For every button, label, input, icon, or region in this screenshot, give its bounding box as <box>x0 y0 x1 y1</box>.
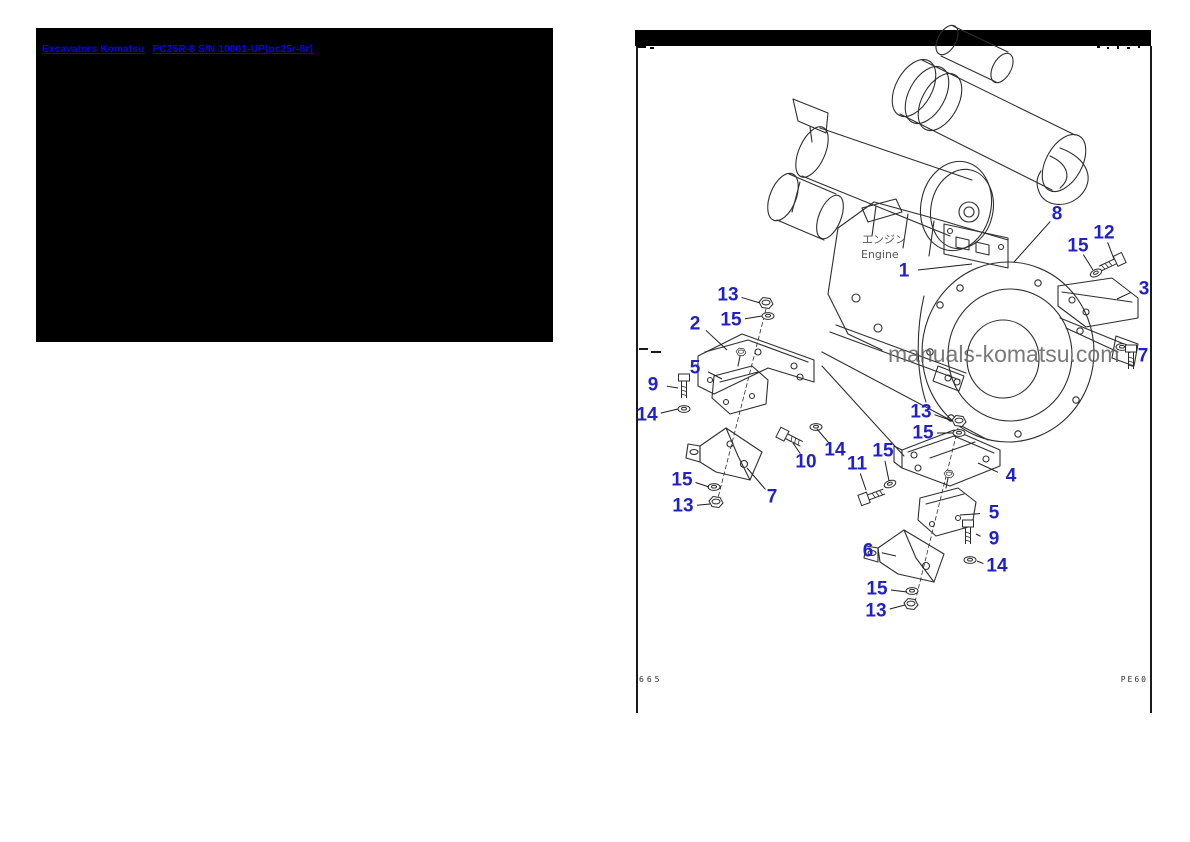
callout-14: 14 <box>636 404 658 426</box>
scan-tick <box>1107 47 1109 49</box>
callout-15: 15 <box>720 309 742 331</box>
left-page-panel: Excavators Komatsu PC25R-8 S/N 10001-UP(… <box>36 28 553 342</box>
callout-15: 15 <box>1067 235 1089 257</box>
scan-tick <box>650 47 654 49</box>
scan-tick <box>1127 47 1130 49</box>
callout-7: 7 <box>1137 345 1149 367</box>
watermark: manuals-komatsu.com <box>888 341 1120 367</box>
callout-10: 10 <box>795 451 817 473</box>
scan-tick <box>1117 46 1119 49</box>
engine-label-japanese: エンジン <box>862 233 906 246</box>
page-number: 665 <box>639 675 663 684</box>
callout-15: 15 <box>872 440 894 462</box>
callout-leader-lines <box>660 221 1132 610</box>
diagram-left-border <box>636 46 638 713</box>
callout-14: 14 <box>986 555 1008 577</box>
scan-dash <box>639 348 648 350</box>
callout-5: 5 <box>689 357 701 379</box>
callout-2: 2 <box>689 313 701 335</box>
callout-12: 12 <box>1093 222 1115 244</box>
engine-label-english: Engine <box>861 248 899 261</box>
callout-1: 1 <box>898 260 910 282</box>
scan-tick <box>1097 46 1100 48</box>
callout-9: 9 <box>647 374 659 396</box>
callout-5: 5 <box>988 502 1000 524</box>
scan-tick <box>1138 46 1140 48</box>
callout-15: 15 <box>866 578 888 600</box>
diagram-header-bar <box>635 30 1151 46</box>
callout-14: 14 <box>824 439 846 461</box>
breadcrumb: Excavators Komatsu PC25R-8 S/N 10001-UP(… <box>42 44 313 55</box>
callout-13: 13 <box>672 495 694 517</box>
callout-8: 8 <box>1051 203 1063 225</box>
callout-13: 13 <box>910 401 932 423</box>
scan-tick <box>638 46 646 48</box>
callout-4: 4 <box>1005 465 1017 487</box>
callout-15: 15 <box>912 422 934 444</box>
figure-code: PE60 <box>1120 675 1148 684</box>
breadcrumb-link-model[interactable]: PC25R-8 S/N 10001-UP(pc25r-8r) <box>152 44 314 55</box>
scan-dash <box>651 351 661 353</box>
callout-15: 15 <box>671 469 693 491</box>
callout-3: 3 <box>1138 278 1150 300</box>
callout-9: 9 <box>988 528 1000 550</box>
callout-13: 13 <box>865 600 887 622</box>
callout-11: 11 <box>846 453 868 475</box>
callout-6: 6 <box>862 540 874 562</box>
callout-7: 7 <box>766 486 778 508</box>
callout-13: 13 <box>717 284 739 306</box>
breadcrumb-link-category[interactable]: Excavators Komatsu <box>42 44 145 55</box>
diagram-right-border <box>1150 46 1152 713</box>
